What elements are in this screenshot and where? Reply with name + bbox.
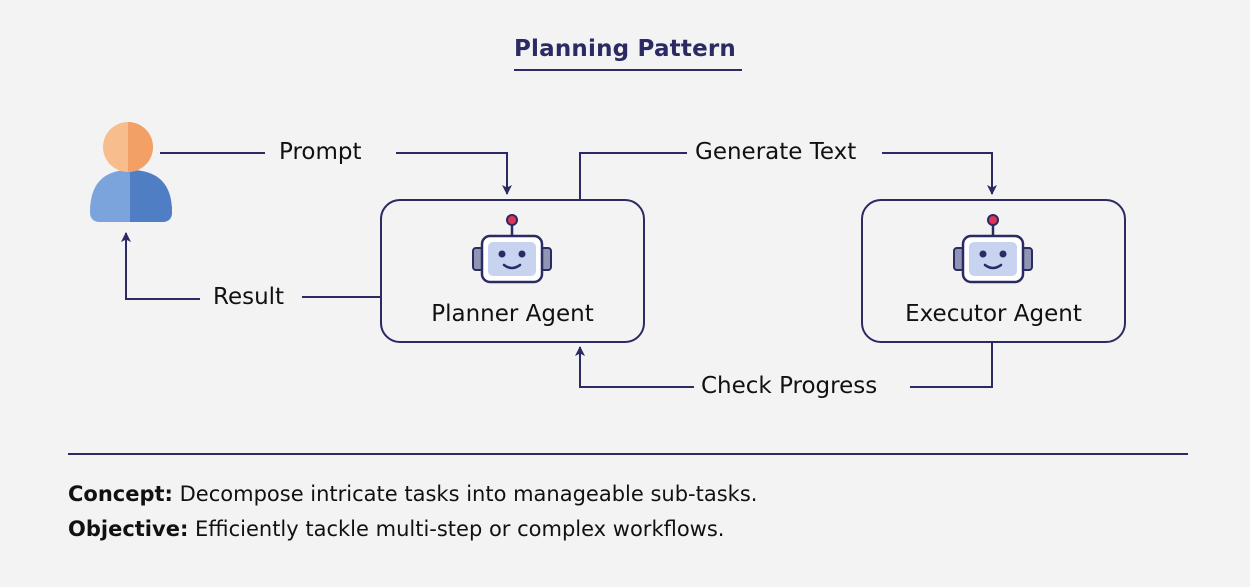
section-divider: [68, 453, 1188, 455]
check-progress-label: Check Progress: [701, 373, 878, 399]
prompt-arrow: [160, 152, 512, 195]
executor-agent-box: [861, 199, 1126, 343]
title-underline: [514, 69, 742, 71]
concept-text: Decompose intricate tasks into manageabl…: [172, 482, 758, 506]
objective-text: Efficiently tackle multi-step or complex…: [188, 517, 725, 541]
page-title: Planning Pattern: [513, 36, 736, 62]
user-icon: [90, 122, 172, 222]
executor-robot-icon: [953, 214, 1033, 284]
prompt-label: Prompt: [279, 139, 362, 165]
generate-text-label: Generate Text: [695, 139, 857, 165]
concept-note: Concept: Decompose intricate tasks into …: [68, 484, 757, 505]
check-progress-arrow: [575, 342, 993, 388]
concept-label: Concept:: [68, 482, 173, 506]
result-label: Result: [213, 284, 285, 310]
generate-text-arrow: [579, 152, 997, 200]
objective-note: Objective: Efficiently tackle multi-step…: [68, 519, 724, 540]
planner-agent-box: [380, 199, 645, 343]
executor-agent-label: Executor Agent: [905, 301, 1082, 327]
result-arrow: [121, 232, 380, 300]
objective-label: Objective:: [68, 517, 189, 541]
planner-robot-icon: [472, 214, 552, 284]
planner-agent-label: Planner Agent: [431, 301, 594, 327]
